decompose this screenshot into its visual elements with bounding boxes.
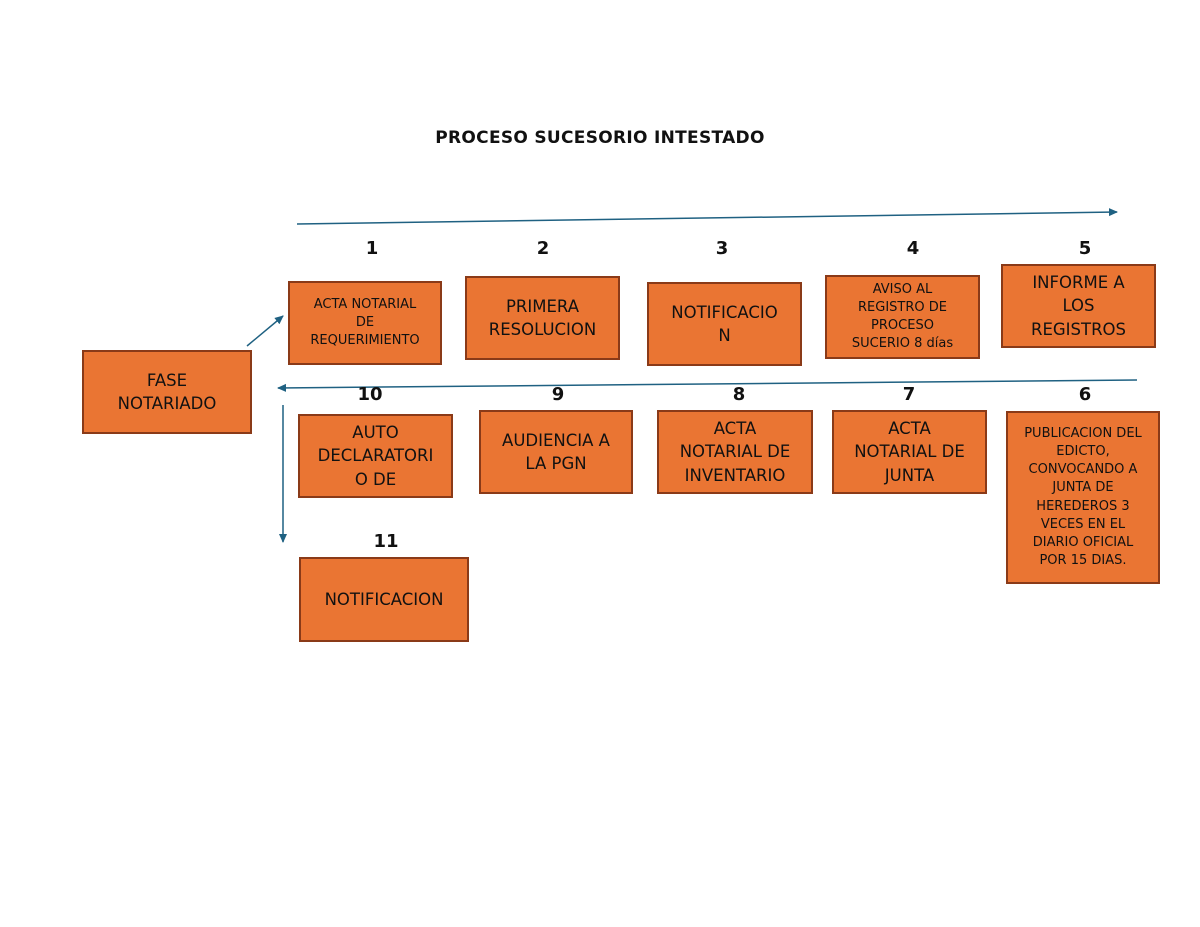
step-label-9: AUDIENCIA A LA PGN [502,430,610,473]
step-number-1: 1 [365,238,379,259]
step-label-6: PUBLICACION DEL EDICTO, CONVOCANDO A JUN… [1024,425,1142,569]
step-number-7: 7 [902,384,916,405]
step-box-5: INFORME A LOS REGISTROS [1001,264,1156,348]
step-box-11: NOTIFICACION [299,557,469,642]
step-number-2: 2 [536,238,550,259]
step-box-1: ACTA NOTARIAL DE REQUERIMIENTO [288,281,442,365]
step-label-10: AUTO DECLARATORI O DE [317,423,434,489]
step-number-5: 5 [1078,238,1092,259]
arrow-start-to-step1 [246,315,284,347]
step-number-11: 11 [373,531,399,552]
arrow-bottom-row [277,379,1138,392]
step-box-6: PUBLICACION DEL EDICTO, CONVOCANDO A JUN… [1006,411,1160,584]
step-label-1: ACTA NOTARIAL DE REQUERIMIENTO [310,296,420,349]
step-box-2: PRIMERA RESOLUCION [465,276,620,360]
step-label-7: ACTA NOTARIAL DE JUNTA [854,419,965,485]
step-label-8: ACTA NOTARIAL DE INVENTARIO [679,419,791,485]
step-number-10: 10 [357,384,383,405]
step-box-8: ACTA NOTARIAL DE INVENTARIO [657,410,813,494]
start-box-fase-notariado: FASE NOTARIADO [82,350,252,434]
step-box-10: AUTO DECLARATORI O DE [298,414,453,498]
arrow-top-row [296,208,1118,225]
step-label-3: NOTIFICACIO N [671,302,778,345]
start-box-label: FASE NOTARIADO [117,370,217,413]
step-number-4: 4 [906,238,920,259]
diagram-title: PROCESO SUCESORIO INTESTADO [435,128,765,148]
step-box-3: NOTIFICACIO N [647,282,802,366]
step-number-6: 6 [1078,384,1092,405]
step-number-8: 8 [732,384,746,405]
step-box-4: AVISO AL REGISTRO DE PROCESO SUCERIO 8 d… [825,275,980,359]
step-box-7: ACTA NOTARIAL DE JUNTA [832,410,987,494]
step-label-2: PRIMERA RESOLUCION [488,296,597,339]
step-label-11: NOTIFICACION [324,589,444,609]
step-label-4: AVISO AL REGISTRO DE PROCESO SUCERIO 8 d… [851,281,954,352]
step-number-9: 9 [551,384,565,405]
step-label-5: INFORME A LOS REGISTROS [1030,273,1127,339]
step-box-9: AUDIENCIA A LA PGN [479,410,633,494]
step-number-3: 3 [715,238,729,259]
